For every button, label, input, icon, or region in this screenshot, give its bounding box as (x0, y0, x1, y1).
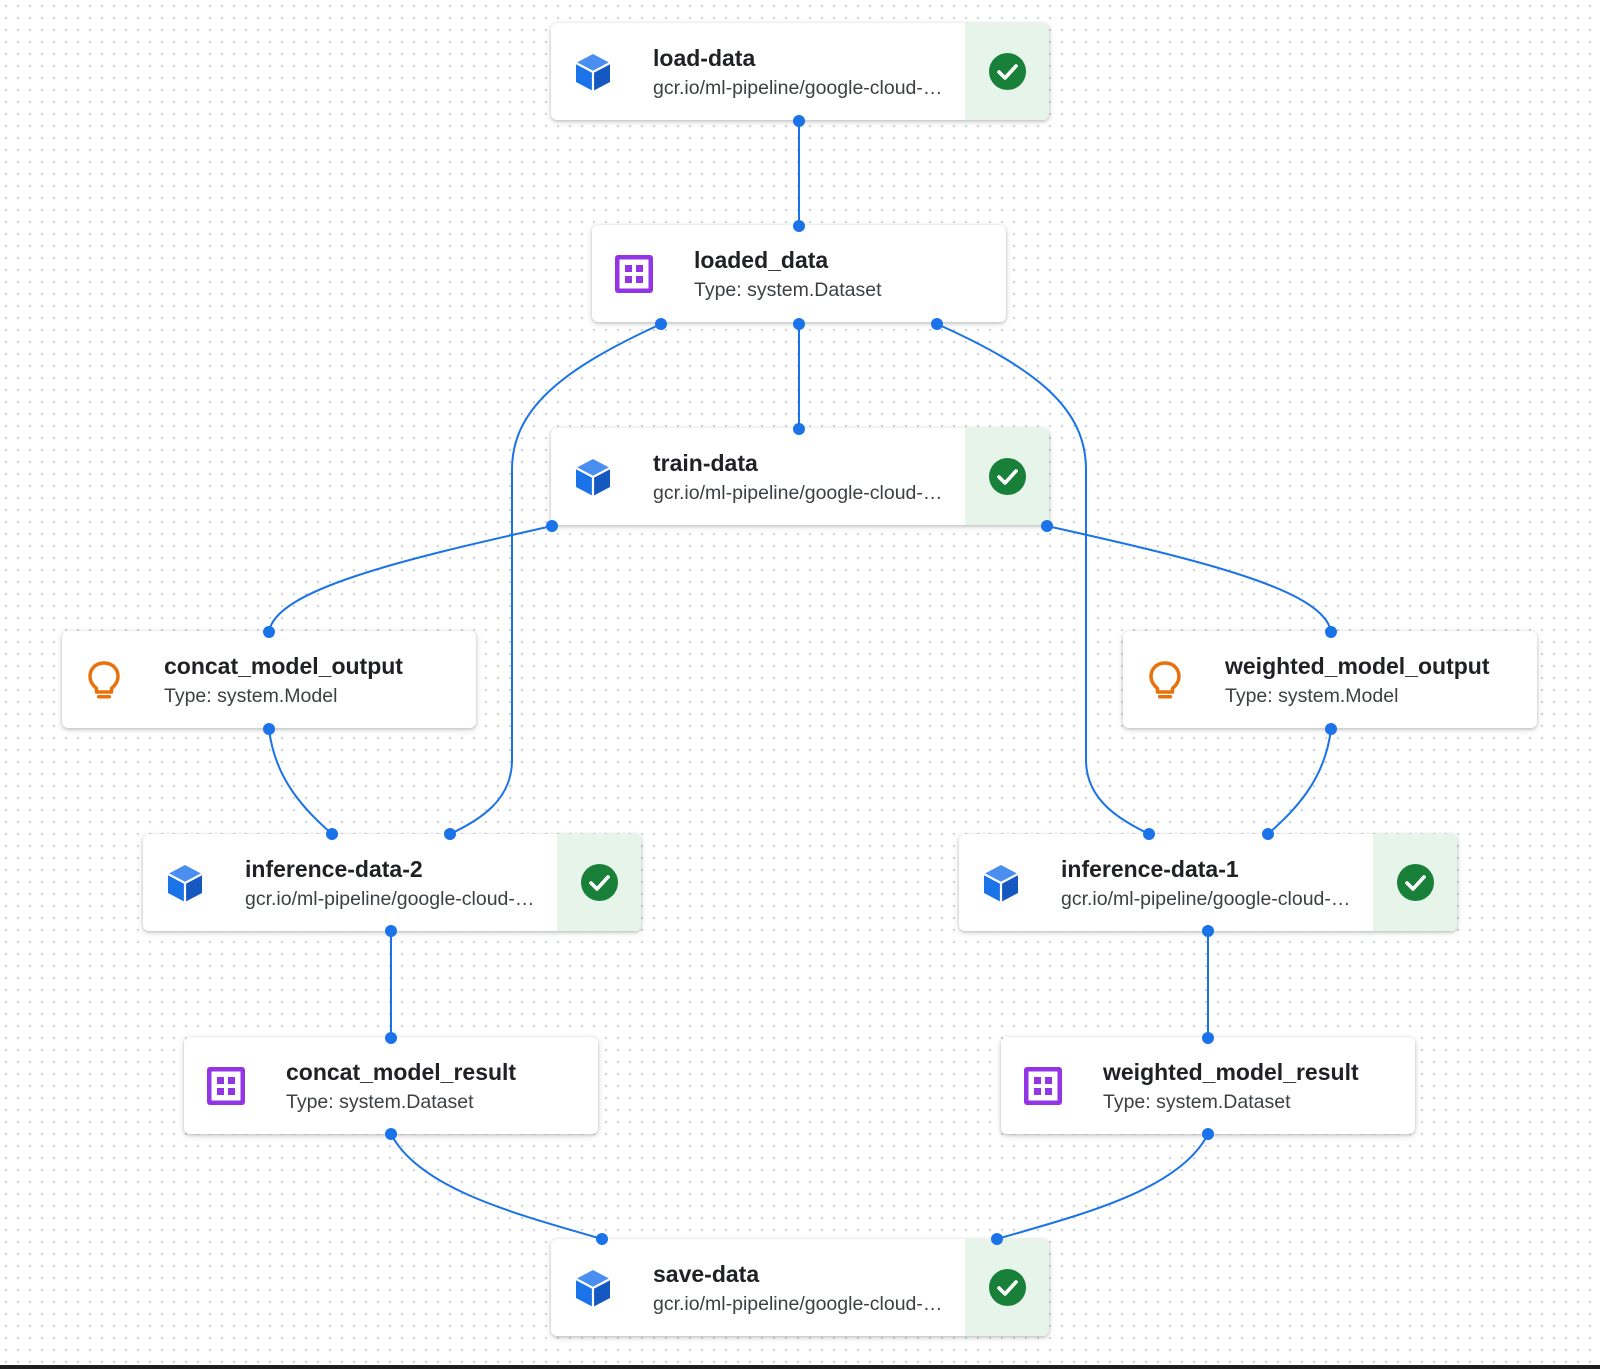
node-title: inference-data-1 (1061, 856, 1239, 882)
node-title: concat_model_output (164, 653, 403, 679)
status-badge (965, 1239, 1049, 1336)
success-check-icon (989, 458, 1026, 495)
node-subtitle: gcr.io/ml-pipeline/google-cloud-pipeline… (245, 888, 545, 910)
edge-loaded-data-to-inference-data-1 (936, 323, 1150, 835)
bottom-border (0, 1365, 1600, 1369)
success-check-icon (1397, 864, 1434, 901)
node-title: concat_model_result (286, 1059, 517, 1085)
node-concat-model-result[interactable]: concat_model_result Type: system.Dataset (184, 1037, 598, 1134)
edge-loaded-data-to-inference-data-2 (449, 323, 662, 835)
node-title: load-data (653, 45, 756, 71)
lightbulb-icon (82, 658, 126, 702)
node-subtitle: Type: system.Model (164, 685, 338, 707)
success-check-icon (989, 1269, 1026, 1306)
status-badge (965, 23, 1049, 120)
node-weighted-model-output[interactable]: weighted_model_output Type: system.Model (1123, 631, 1537, 728)
node-inference-data-1[interactable]: inference-data-1 gcr.io/ml-pipeline/goog… (959, 834, 1457, 931)
node-title: inference-data-2 (245, 856, 423, 882)
cube-icon (571, 50, 615, 94)
node-weighted-model-result[interactable]: weighted_model_result Type: system.Datas… (1001, 1037, 1415, 1134)
node-load-data[interactable]: load-data gcr.io/ml-pipeline/google-clou… (551, 23, 1049, 120)
node-title: loaded_data (694, 247, 829, 273)
node-inference-data-2[interactable]: inference-data-2 gcr.io/ml-pipeline/goog… (143, 834, 641, 931)
node-save-data[interactable]: save-data gcr.io/ml-pipeline/google-clou… (551, 1239, 1049, 1336)
edge-concat-model-output-to-inference-data-2 (268, 728, 333, 835)
node-subtitle: Type: system.Model (1225, 685, 1399, 707)
cube-icon (163, 861, 207, 905)
cube-icon (571, 1266, 615, 1310)
node-title: weighted_model_result (1103, 1059, 1359, 1085)
node-subtitle: Type: system.Dataset (1103, 1091, 1291, 1113)
node-title: save-data (653, 1261, 760, 1287)
status-badge (965, 428, 1049, 525)
node-subtitle: gcr.io/ml-pipeline/google-cloud-pipeline… (1061, 888, 1361, 910)
edge-train-data-to-concat-model-output (268, 525, 553, 633)
node-train-data[interactable]: train-data gcr.io/ml-pipeline/google-clo… (551, 428, 1049, 525)
node-title: weighted_model_output (1225, 653, 1490, 679)
dataset-grid-icon (1021, 1064, 1065, 1108)
success-check-icon (989, 53, 1026, 90)
status-badge (557, 834, 641, 931)
edge-weighted-model-result-to-save-data (996, 1133, 1209, 1240)
node-loaded-data[interactable]: loaded_data Type: system.Dataset (592, 225, 1006, 322)
node-subtitle: gcr.io/ml-pipeline/google-cloud-pipeline… (653, 482, 953, 504)
edge-weighted-model-output-to-inference-data-1 (1267, 728, 1332, 835)
success-check-icon (581, 864, 618, 901)
status-badge (1373, 834, 1457, 931)
dataset-grid-icon (204, 1064, 248, 1108)
lightbulb-icon (1143, 658, 1187, 702)
edge-concat-model-result-to-save-data (390, 1133, 603, 1240)
node-subtitle: gcr.io/ml-pipeline/google-cloud-pipeline… (653, 77, 953, 99)
dataset-grid-icon (612, 252, 656, 296)
node-subtitle: Type: system.Dataset (694, 279, 882, 301)
node-subtitle: Type: system.Dataset (286, 1091, 474, 1113)
node-subtitle: gcr.io/ml-pipeline/google-cloud-pipeline… (653, 1293, 953, 1315)
cube-icon (979, 861, 1023, 905)
edge-train-data-to-weighted-model-output (1046, 525, 1332, 633)
node-title: train-data (653, 450, 758, 476)
node-concat-model-output[interactable]: concat_model_output Type: system.Model (62, 631, 476, 728)
cube-icon (571, 455, 615, 499)
